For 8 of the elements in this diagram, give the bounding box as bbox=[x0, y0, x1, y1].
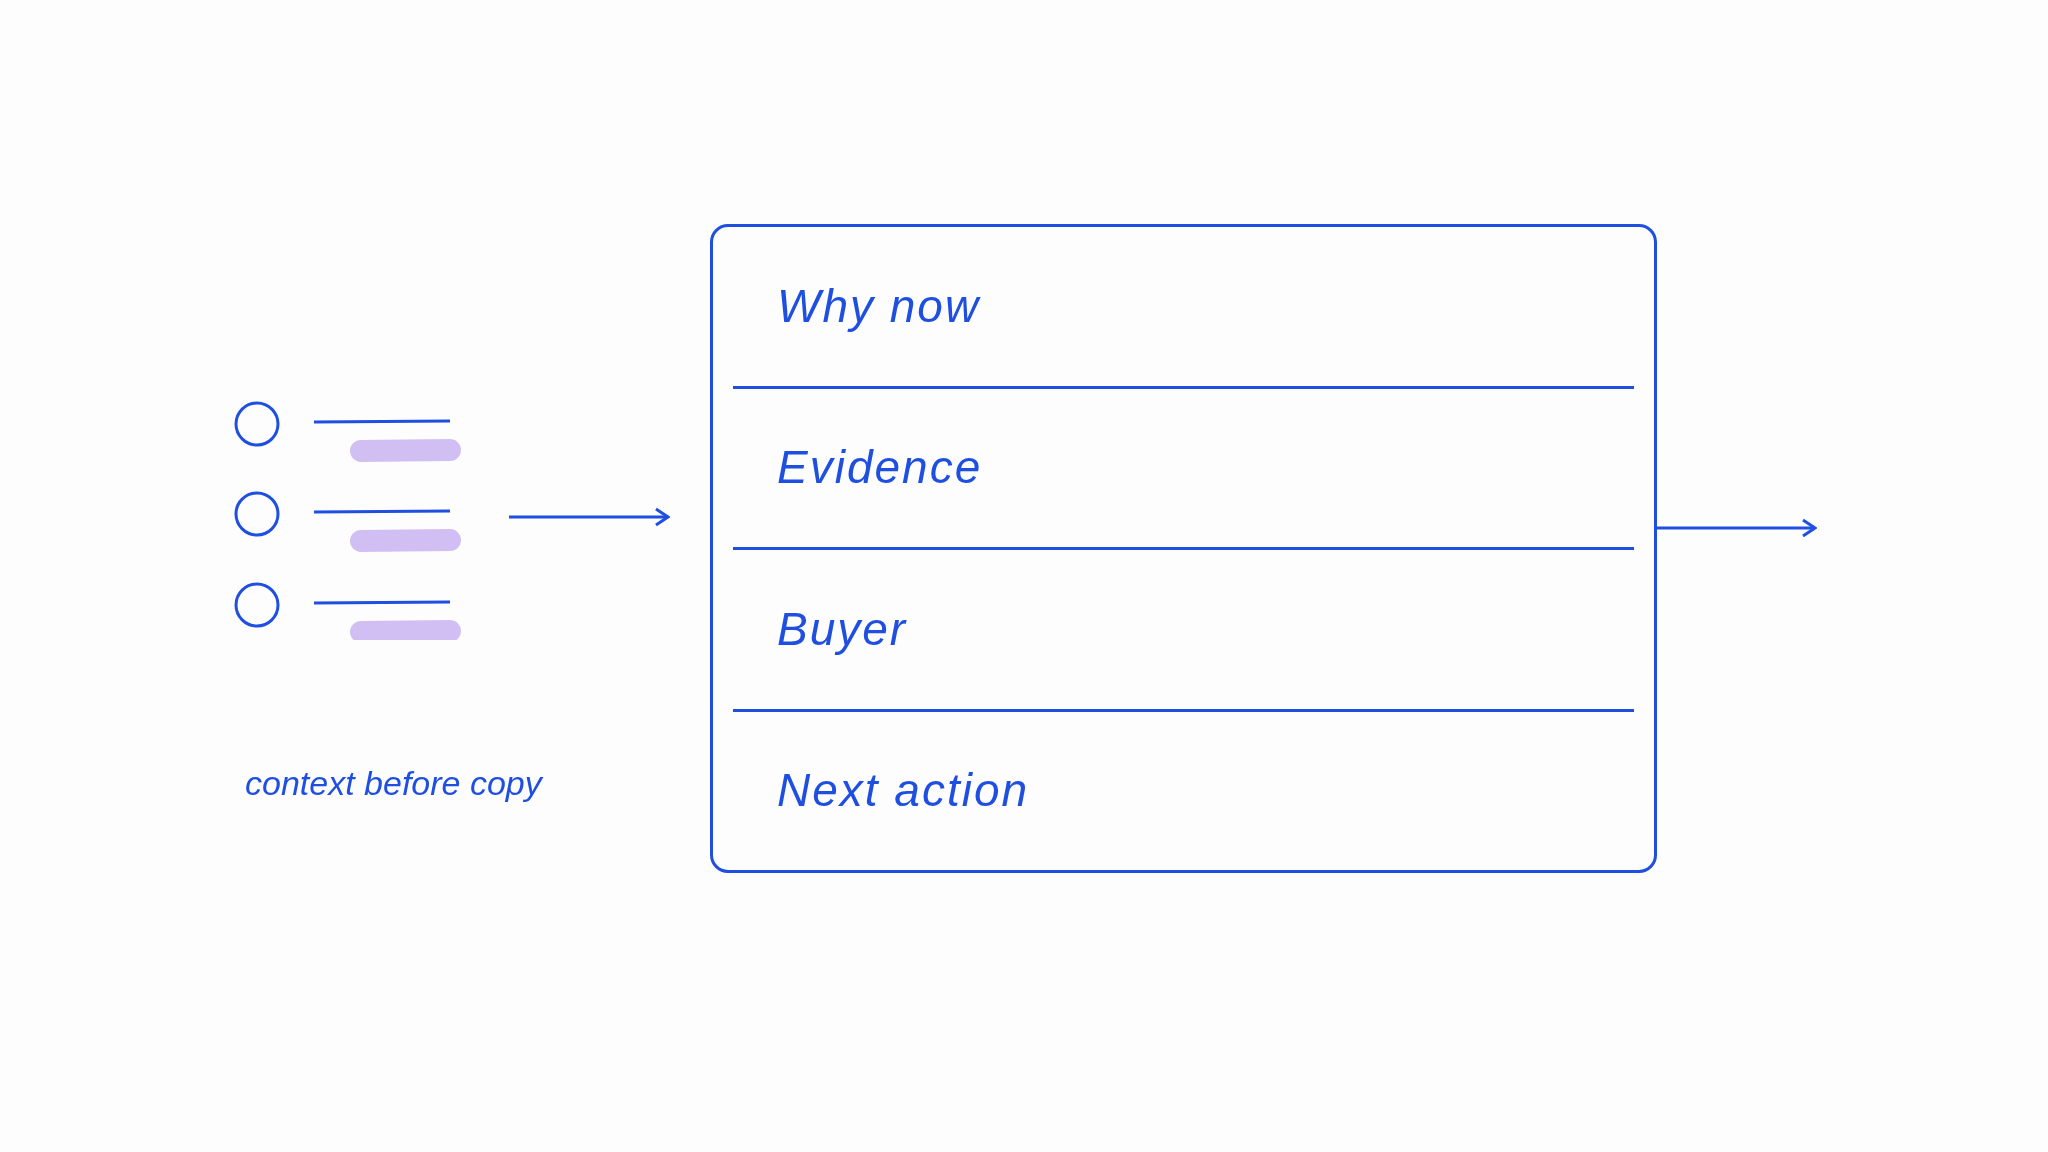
section-label: Next action bbox=[777, 763, 1030, 819]
section-label: Why now bbox=[777, 278, 981, 334]
section-box bbox=[710, 224, 1657, 873]
section-label: Evidence bbox=[777, 440, 983, 496]
arrow bbox=[1657, 518, 1817, 538]
note-text: context before copy bbox=[245, 763, 542, 804]
section-label: Buyer bbox=[777, 601, 908, 657]
arrow bbox=[509, 507, 670, 527]
